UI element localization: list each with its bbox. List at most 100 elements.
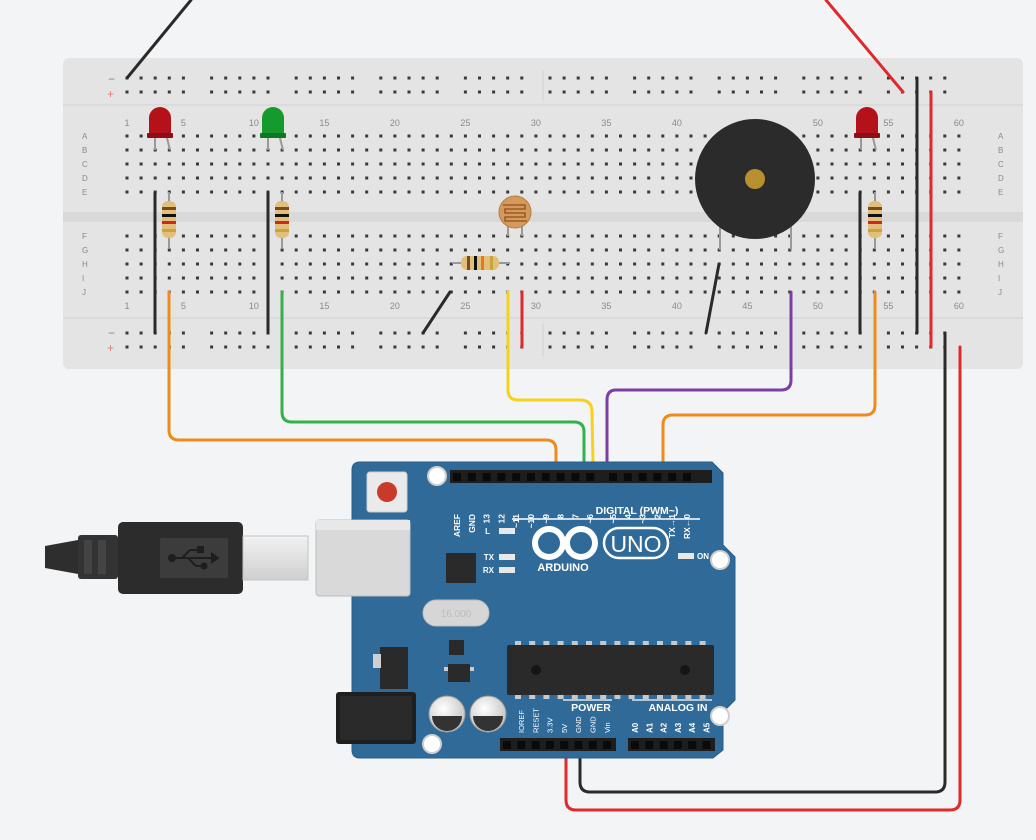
crystal-label: 16.000 — [441, 609, 472, 620]
digital-pin-socket[interactable] — [609, 473, 617, 481]
analog-pin-label: A3 — [674, 722, 683, 733]
power-pin-label: 3.3V — [546, 718, 555, 733]
resistor-1[interactable] — [162, 192, 176, 248]
power-header — [500, 738, 616, 751]
power-pin-label: IOREF — [517, 710, 526, 733]
led-green[interactable] — [260, 107, 286, 151]
wire-black-top-left[interactable] — [125, 0, 193, 80]
photoresistor[interactable] — [498, 195, 532, 236]
led-red-2[interactable] — [854, 107, 880, 151]
wire-red-top-right[interactable] — [824, 0, 905, 94]
column-number: 60 — [954, 301, 964, 311]
analog-pin-socket[interactable] — [645, 741, 654, 749]
column-labels: 1155101015152020252530303535404045455050… — [124, 118, 963, 311]
wire-green-pin8[interactable] — [280, 290, 586, 478]
digital-pin-socket[interactable] — [497, 473, 506, 481]
led-red-2-body — [856, 107, 878, 136]
digital-pin-socket[interactable] — [512, 473, 521, 481]
wire-red-5v[interactable] — [564, 345, 962, 812]
power-pin-label: 5V — [560, 724, 569, 733]
analog-pin-socket[interactable] — [659, 741, 668, 749]
analog-pin-socket[interactable] — [673, 741, 682, 749]
digital-pin-socket[interactable] — [571, 473, 580, 481]
atmega-chip — [507, 645, 714, 695]
column-number: 25 — [460, 301, 470, 311]
analog-pin-socket[interactable] — [702, 741, 711, 749]
usb-cable[interactable] — [0, 522, 309, 594]
digital-pin-label: 4 — [623, 514, 633, 519]
led-green-body — [262, 107, 284, 136]
analog-header — [628, 738, 715, 751]
row-label: D — [998, 174, 1004, 183]
power-pin-socket[interactable] — [503, 741, 511, 749]
column-number: 35 — [601, 301, 611, 311]
power-pin-socket[interactable] — [545, 741, 554, 749]
digital-pin-label: RX←0 — [682, 514, 692, 539]
led-red-1[interactable] — [147, 107, 173, 151]
row-label: G — [998, 246, 1004, 255]
bottom-rail-minus-sign: − — [108, 326, 115, 340]
power-pin-socket[interactable] — [603, 741, 612, 749]
power-pin-label: RESET — [531, 708, 540, 733]
power-pin-socket[interactable] — [588, 741, 597, 749]
power-pin-socket[interactable] — [574, 741, 583, 749]
column-number: 55 — [883, 118, 893, 128]
row-label: G — [82, 246, 88, 255]
digital-pin-socket[interactable] — [638, 473, 647, 481]
led-label-on: ON — [697, 552, 709, 561]
digital-pin-socket[interactable] — [586, 473, 595, 481]
digital-pin-socket[interactable] — [453, 473, 461, 481]
power-pin-socket[interactable] — [560, 741, 569, 749]
arduino-logo-icon — [532, 526, 598, 560]
resistor-horizontal[interactable] — [452, 256, 510, 270]
digital-pin-socket[interactable] — [623, 473, 632, 481]
digital-pin-label: 2 — [652, 514, 662, 519]
analog-pin-socket[interactable] — [688, 741, 697, 749]
column-number: 20 — [390, 301, 400, 311]
jumper-black-resistor[interactable] — [421, 290, 452, 335]
digital-pin-socket[interactable] — [653, 473, 662, 481]
column-number: 20 — [390, 118, 400, 128]
analog-in-label: ANALOG IN — [649, 702, 708, 714]
digital-pin-label: AREF — [452, 514, 462, 537]
digital-pin-socket[interactable] — [556, 473, 565, 481]
digital-pin-label: 8 — [556, 514, 566, 519]
wire-black-gnd[interactable] — [578, 331, 947, 794]
row-label: D — [82, 174, 88, 183]
resistor-2[interactable] — [275, 192, 289, 248]
resistor-3[interactable] — [868, 192, 882, 248]
reset-button[interactable] — [366, 471, 408, 513]
power-label: POWER — [571, 702, 611, 714]
digital-pin-socket[interactable] — [541, 473, 550, 481]
wire-purple-pin7[interactable] — [605, 290, 793, 478]
analog-pin-socket[interactable] — [631, 741, 639, 749]
digital-pin-socket[interactable] — [467, 473, 476, 481]
column-number: 25 — [460, 118, 470, 128]
power-pin-socket[interactable] — [531, 741, 540, 749]
column-number: 40 — [672, 118, 682, 128]
row-label: A — [82, 132, 88, 141]
row-label: J — [998, 288, 1002, 297]
wire-orange-pin3[interactable] — [661, 290, 877, 478]
power-pin-label: GND — [589, 716, 598, 733]
digital-pin-socket[interactable] — [527, 473, 535, 481]
usb-b-jack — [315, 519, 411, 597]
digital-pin-label: 13 — [482, 514, 492, 524]
jumper-black-buzzer[interactable] — [704, 262, 721, 335]
led-label-tx: TX — [484, 553, 495, 562]
digital-pin-label: TX→1 — [667, 514, 677, 538]
led-label-rx: RX — [483, 566, 495, 575]
digital-pin-socket[interactable] — [482, 473, 491, 481]
row-label: F — [998, 232, 1003, 241]
digital-pin-socket[interactable] — [668, 473, 677, 481]
power-pin-socket[interactable] — [517, 741, 526, 749]
column-number: 30 — [531, 301, 541, 311]
digital-pin-socket[interactable] — [683, 473, 691, 481]
wire-orange-pin10[interactable] — [167, 290, 558, 478]
breadboard-jumpers — [153, 76, 933, 349]
wire-yellow-a0[interactable] — [506, 290, 636, 744]
piezo-buzzer[interactable] — [695, 119, 815, 250]
voltage-regulator — [380, 647, 408, 689]
